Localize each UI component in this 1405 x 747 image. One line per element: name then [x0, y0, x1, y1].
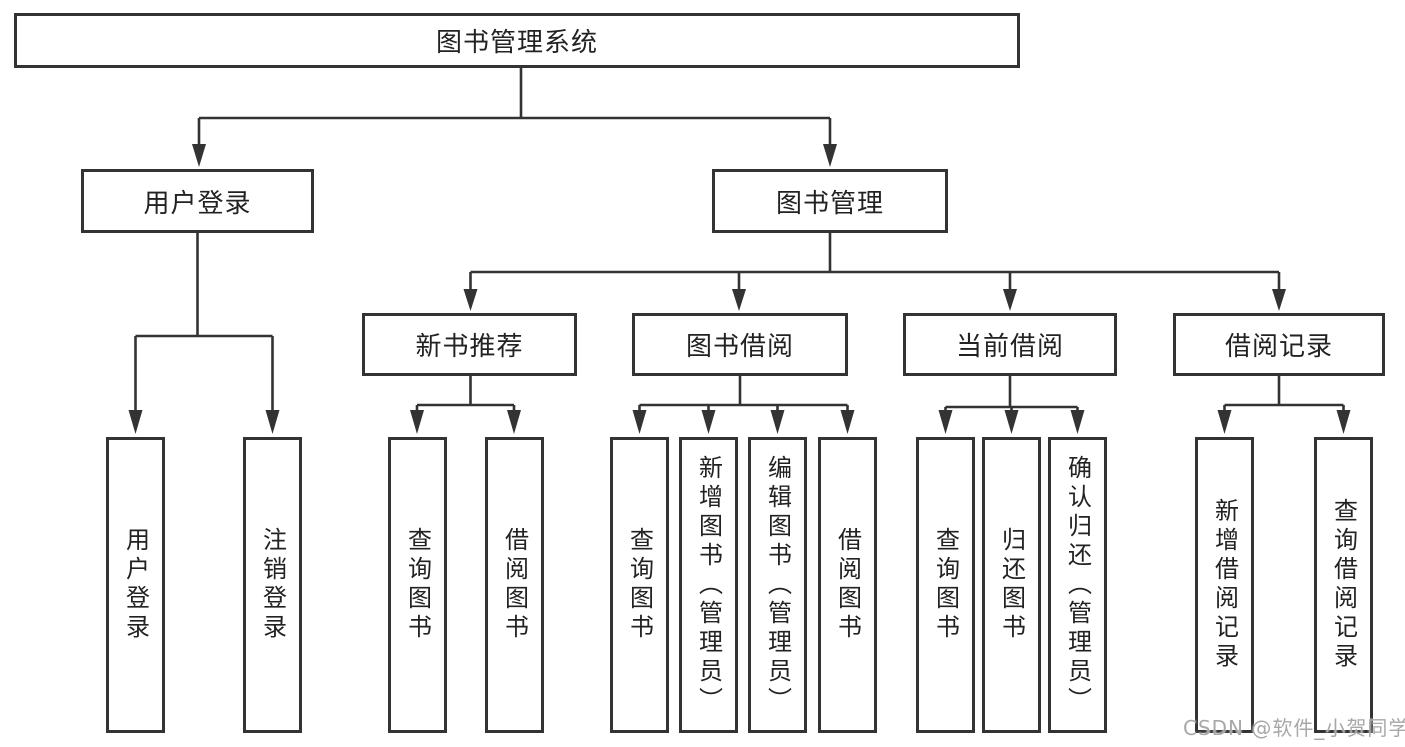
leaf-return-books: 归还图书 [982, 437, 1041, 733]
arrowhead [632, 410, 647, 434]
leaf-return-books-label: 归还图书 [997, 527, 1026, 643]
leaf-query-books-3-label: 查询图书 [931, 527, 960, 643]
node-current-borrowing-label: 当前借阅 [955, 332, 1064, 362]
arrowhead [840, 410, 855, 434]
arrowhead [507, 410, 521, 434]
leaf-add-borrow-record-label: 新增借阅记录 [1210, 498, 1239, 672]
node-root-system: 图书管理系统 [14, 13, 1020, 68]
node-user-login-label: 用户登录 [143, 188, 252, 219]
node-root-label: 图书管理系统 [435, 28, 598, 58]
arrowhead [1004, 410, 1019, 434]
edge-book-borrow-to-leaves [638, 376, 849, 411]
leaf-add-books-admin: 新增图书（管理员） [679, 437, 738, 733]
leaf-query-books-1: 查询图书 [388, 437, 447, 733]
arrowhead [463, 289, 478, 311]
arrowhead [265, 410, 280, 434]
arrowhead [1003, 289, 1017, 311]
leaf-add-books-admin-label: 新增图书（管理员） [694, 454, 723, 716]
leaf-confirm-return-admin: 确认归还（管理员） [1048, 437, 1107, 733]
arrowhead [1272, 289, 1286, 311]
arrowhead [192, 144, 206, 167]
arrowhead [128, 410, 143, 434]
leaf-query-books-2-label: 查询图书 [625, 527, 654, 643]
edge-current-borrow-to-leaves [944, 376, 1079, 411]
leaf-user-login: 用户登录 [106, 437, 165, 733]
leaf-borrow-books-2: 借阅图书 [818, 437, 877, 733]
edge-book-mgmt-to-level3 [469, 233, 1281, 291]
node-new-book-recommend: 新书推荐 [362, 313, 577, 376]
leaf-query-books-3: 查询图书 [916, 437, 975, 733]
edge-borrow-records-to-leaves [1223, 376, 1345, 411]
node-book-borrowing-label: 图书借阅 [685, 332, 794, 362]
csdn-watermark: CSDN @软件_小贺同学 [1183, 716, 1405, 740]
node-borrowing-records-label: 借阅记录 [1224, 332, 1333, 362]
node-borrowing-records: 借阅记录 [1173, 313, 1385, 376]
leaf-borrow-books-1-label: 借阅图书 [500, 527, 529, 643]
leaf-borrow-books-1: 借阅图书 [485, 437, 544, 733]
node-user-login: 用户登录 [81, 169, 314, 233]
leaf-borrow-books-2-label: 借阅图书 [833, 527, 862, 643]
leaf-add-borrow-record: 新增借阅记录 [1195, 437, 1254, 733]
node-book-management: 图书管理 [712, 169, 948, 233]
leaf-user-login-label: 用户登录 [121, 527, 150, 643]
leaf-edit-books-admin: 编辑图书（管理员） [748, 437, 807, 733]
arrowhead [1070, 410, 1085, 434]
edge-new-books-to-leaves [415, 376, 516, 411]
arrowhead [1217, 410, 1232, 434]
node-new-book-recommend-label: 新书推荐 [415, 332, 524, 362]
arrowhead [732, 289, 746, 311]
leaf-query-borrow-record-label: 查询借阅记录 [1329, 498, 1358, 672]
leaf-confirm-return-admin-label: 确认归还（管理员） [1063, 454, 1092, 716]
leaf-logout-label: 注销登录 [258, 527, 287, 643]
leaf-logout: 注销登录 [243, 437, 302, 733]
leaf-query-books-1-label: 查询图书 [403, 527, 432, 643]
arrowhead [770, 410, 785, 434]
leaf-query-books-2: 查询图书 [610, 437, 669, 733]
node-current-borrowing: 当前借阅 [903, 313, 1117, 376]
arrowhead [701, 410, 716, 434]
leaf-query-borrow-record: 查询借阅记录 [1314, 437, 1373, 733]
edge-root-to-level2 [197, 67, 832, 146]
arrowhead [823, 144, 837, 167]
arrowhead [410, 410, 424, 434]
node-book-management-label: 图书管理 [775, 188, 884, 219]
leaf-edit-books-admin-label: 编辑图书（管理员） [763, 454, 792, 716]
edge-user-login-to-leaves [134, 233, 274, 412]
arrowhead [1336, 410, 1351, 434]
arrowhead [938, 410, 953, 434]
node-book-borrowing: 图书借阅 [632, 313, 848, 376]
